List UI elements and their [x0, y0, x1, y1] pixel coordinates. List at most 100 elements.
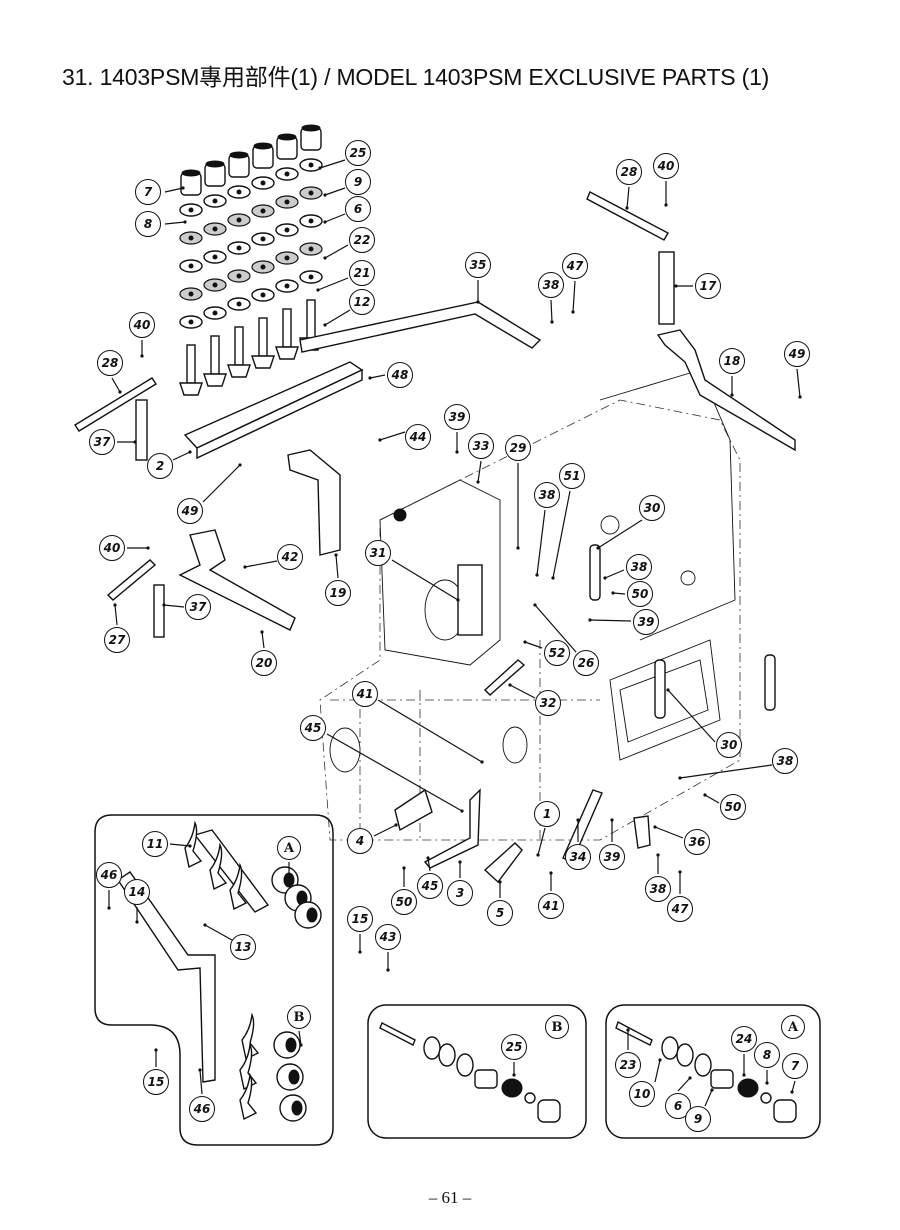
arrow-head [316, 288, 320, 292]
spring [501, 1078, 523, 1098]
callout-49: 49 [177, 498, 203, 524]
arrow-head [135, 920, 139, 924]
pin-37-mid [153, 584, 165, 638]
tension-stack [179, 124, 364, 460]
arrow-head [678, 870, 682, 874]
callout-40: 40 [129, 312, 155, 338]
disc [456, 1053, 474, 1077]
arrow-head [523, 640, 527, 644]
tension-assembly [203, 160, 227, 387]
callout-7: 7 [135, 179, 161, 205]
tension-assembly [251, 142, 275, 369]
guide-30 [589, 544, 776, 719]
arrow-head [378, 438, 382, 442]
callout-50: 50 [720, 794, 746, 820]
thread-guide-13 [239, 1072, 258, 1121]
thread-guide-13 [239, 1042, 258, 1091]
arrow-head [188, 844, 192, 848]
callout-43: 43 [375, 924, 401, 950]
leader-line [572, 280, 576, 313]
callout-7: 7 [782, 1053, 808, 1079]
leader-line [204, 924, 233, 941]
callout-A: A [781, 1015, 805, 1039]
rod-28-right [586, 191, 669, 241]
pin-37-left [135, 399, 148, 461]
callout-9: 9 [345, 169, 371, 195]
arrow-head [323, 256, 327, 260]
knob [276, 1063, 304, 1091]
arrow-head [358, 950, 362, 954]
arrow-head [498, 880, 502, 884]
arrow-head [299, 1043, 303, 1047]
leader-line [169, 843, 191, 847]
leader-line [319, 159, 346, 169]
arrow-head [402, 866, 406, 870]
callout-6: 6 [345, 196, 371, 222]
callout-45: 45 [300, 715, 326, 741]
leader-line [791, 1080, 796, 1093]
leader-line [477, 460, 482, 483]
callout-52: 52 [544, 640, 570, 666]
leader-line [335, 554, 339, 579]
callout-45: 45 [417, 873, 443, 899]
callout-24: 24 [731, 1026, 757, 1052]
callout-41: 41 [538, 893, 564, 919]
leader-line [172, 451, 191, 461]
arrow-head [516, 546, 520, 550]
callout-40: 40 [653, 153, 679, 179]
arrow-head [625, 206, 629, 210]
tension-assembly [227, 151, 251, 378]
arrow-head [730, 393, 734, 397]
arrow-head [603, 576, 607, 580]
arrow-head [203, 923, 207, 927]
callout-20: 20 [251, 650, 277, 676]
arrow-head [394, 823, 398, 827]
callout-47: 47 [667, 896, 693, 922]
callout-17: 17 [695, 273, 721, 299]
callout-44: 44 [405, 424, 431, 450]
thread-guide-13 [229, 862, 248, 911]
arrow-head [710, 1088, 714, 1092]
callout-25: 25 [501, 1034, 527, 1060]
arrow-head [626, 1028, 630, 1032]
arrow-head [318, 166, 322, 170]
callout-22: 22 [349, 227, 375, 253]
leader-line [324, 213, 346, 223]
callout-31: 31 [365, 540, 391, 566]
arrow-head [460, 809, 464, 813]
arrow-head [260, 630, 264, 634]
leader-line [509, 684, 536, 699]
leader-line [704, 794, 720, 804]
callout-4: 4 [347, 828, 373, 854]
callout-18: 18 [719, 348, 745, 374]
arrow-head [183, 220, 187, 224]
arrow-head [107, 906, 111, 910]
thread-guide-13 [184, 820, 203, 869]
leader-line [373, 824, 397, 837]
leader-line [427, 857, 431, 872]
callout-10: 10 [629, 1081, 655, 1107]
arrow-head [551, 576, 555, 580]
callout-46: 46 [189, 1096, 215, 1122]
rod-27 [106, 559, 157, 601]
arrow-head [113, 603, 117, 607]
arrow-head [118, 390, 122, 394]
callout-41: 41 [352, 681, 378, 707]
arrow-head [508, 683, 512, 687]
page-number: – 61 – [428, 1188, 472, 1207]
leader-line [654, 826, 684, 839]
callout-39: 39 [633, 609, 659, 635]
arrow-head [146, 546, 150, 550]
callout-39: 39 [599, 844, 625, 870]
arm-18 [656, 329, 796, 452]
callout-32: 32 [535, 690, 561, 716]
leader-line [524, 641, 543, 649]
disc [676, 1043, 694, 1067]
callout-38: 38 [538, 272, 564, 298]
arrow-head [476, 300, 480, 304]
arrow-head [611, 591, 615, 595]
arrow-head [512, 1073, 516, 1077]
bracket-19 [287, 449, 341, 556]
leader-line [326, 733, 463, 812]
washer [760, 1092, 772, 1104]
